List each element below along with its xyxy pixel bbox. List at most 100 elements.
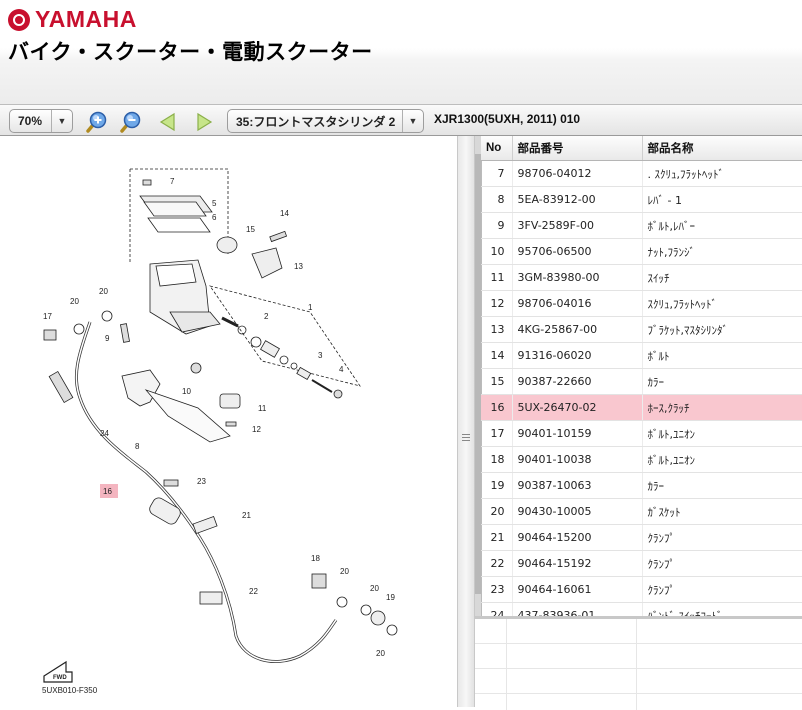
column-header-no[interactable]: No xyxy=(481,136,513,161)
cell-no: 14 xyxy=(481,342,513,369)
page-title: バイク・スクーター・電動スクーター xyxy=(8,40,373,64)
callout-20-lower-b[interactable]: 20 xyxy=(370,584,379,593)
callout-10[interactable]: 10 xyxy=(182,387,191,396)
next-diagram-button[interactable] xyxy=(192,111,216,133)
callout-12[interactable]: 12 xyxy=(252,425,261,434)
model-label: XJR1300(5UXH, 2011) 010 xyxy=(434,112,581,126)
cell-part-name: ｸﾗﾝﾌﾟ xyxy=(642,550,802,577)
zoom-out-button[interactable] xyxy=(119,111,143,133)
cell-no: 16 xyxy=(481,394,513,421)
cell-part-number: 98706-04016 xyxy=(512,290,643,317)
previous-diagram-button[interactable] xyxy=(156,111,180,133)
cell-part-name: ﾌﾞﾗｹｯﾄ,ﾏｽﾀｼﾘﾝﾀﾞ xyxy=(642,316,802,343)
cell-part-number: 95706-06500 xyxy=(512,238,643,265)
callout-19[interactable]: 19 xyxy=(386,593,395,602)
callout-3[interactable]: 3 xyxy=(318,351,323,360)
callout-20-top[interactable]: 20 xyxy=(99,287,108,296)
cell-no: 20 xyxy=(481,498,513,525)
cell-part-number: 3FV-2589F-00 xyxy=(512,212,643,239)
cell-no: 15 xyxy=(481,368,513,395)
arrow-right-icon xyxy=(197,112,213,132)
cell-no: 8 xyxy=(481,186,513,213)
cell-part-name: ｸﾗﾝﾌﾟ xyxy=(642,524,802,551)
zoom-in-button[interactable] xyxy=(85,111,109,133)
cell-part-number: 5EA-83912-00 xyxy=(512,186,643,213)
callout-8[interactable]: 8 xyxy=(135,442,140,451)
yamaha-logo[interactable]: YAMAHA xyxy=(8,6,137,33)
callout-20-left[interactable]: 20 xyxy=(70,297,79,306)
zoom-out-icon xyxy=(120,111,141,133)
callout-24[interactable]: 24 xyxy=(100,429,109,438)
cell-part-number: 3GM-83980-00 xyxy=(512,264,643,291)
callout-16[interactable]: 16 xyxy=(103,487,112,496)
callout-7[interactable]: 7 xyxy=(170,177,175,186)
cell-part-name: ﾎﾞﾙﾄ,ﾕﾆｵﾝ xyxy=(642,420,802,447)
callout-20-lower-c[interactable]: 20 xyxy=(376,649,385,658)
cell-part-number: 4KG-25867-00 xyxy=(512,316,643,343)
cell-no: 18 xyxy=(481,446,513,473)
callout-17[interactable]: 17 xyxy=(43,312,52,321)
chevron-down-icon: ▼ xyxy=(402,110,423,132)
cell-part-name: ﾎﾞﾙﾄ,ﾚﾊﾞｰ xyxy=(642,212,802,239)
callout-1[interactable]: 1 xyxy=(308,303,313,312)
callout-5[interactable]: 5 xyxy=(212,199,217,208)
callout-22[interactable]: 22 xyxy=(249,587,258,596)
cell-part-number: 90464-15200 xyxy=(512,524,643,551)
cell-no: 21 xyxy=(481,524,513,551)
table-header-row: No 部品番号 部品名称 xyxy=(481,136,802,161)
cell-no: 11 xyxy=(481,264,513,291)
callout-18[interactable]: 18 xyxy=(311,554,320,563)
callout-14[interactable]: 14 xyxy=(280,209,289,218)
callout-2[interactable]: 2 xyxy=(264,312,269,321)
cell-part-name: ｸﾗﾝﾌﾟ xyxy=(642,576,802,603)
diagram-select-value: 35:フロントマスタシリンダ 2 xyxy=(236,114,396,129)
cell-part-name: ﾎｰｽ,ｸﾗｯﾁ xyxy=(642,394,802,421)
cell-part-number: 90387-22660 xyxy=(512,368,643,395)
callout-4[interactable]: 4 xyxy=(339,365,344,374)
callout-6[interactable]: 6 xyxy=(212,213,217,222)
cell-part-name: ﾎﾞﾙﾄ xyxy=(642,342,802,369)
cell-part-name: ｽｲｯﾁ xyxy=(642,264,802,291)
cell-part-name: ｶﾗｰ xyxy=(642,472,802,499)
cell-part-name: ｶﾗｰ xyxy=(642,368,802,395)
callout-11[interactable]: 11 xyxy=(258,404,267,413)
arrow-left-icon xyxy=(159,112,175,132)
splitter-grip-icon xyxy=(462,432,470,444)
cell-no: 12 xyxy=(481,290,513,317)
callout-13[interactable]: 13 xyxy=(294,262,303,271)
scrollbar-thumb[interactable] xyxy=(475,154,481,594)
callout-9[interactable]: 9 xyxy=(105,334,110,343)
callout-20-lower-a[interactable]: 20 xyxy=(340,567,349,576)
column-header-part-name[interactable]: 部品名称 xyxy=(642,136,802,161)
diagram-code: 5UXB010-F350 xyxy=(42,686,98,695)
callout-21[interactable]: 21 xyxy=(242,511,251,520)
cell-part-number: 90401-10038 xyxy=(512,446,643,473)
site-header: YAMAHA バイク・スクーター・電動スクーター xyxy=(0,0,802,104)
callout-23[interactable]: 23 xyxy=(197,477,206,486)
diagram-select[interactable]: 35:フロントマスタシリンダ 2 ▼ xyxy=(227,109,424,133)
column-header-part-number[interactable]: 部品番号 xyxy=(512,136,643,161)
cell-no: 7 xyxy=(481,160,513,187)
pane-splitter[interactable] xyxy=(457,136,475,707)
zoom-select[interactable]: 70% ▼ xyxy=(9,109,73,133)
callout-15[interactable]: 15 xyxy=(246,225,255,234)
